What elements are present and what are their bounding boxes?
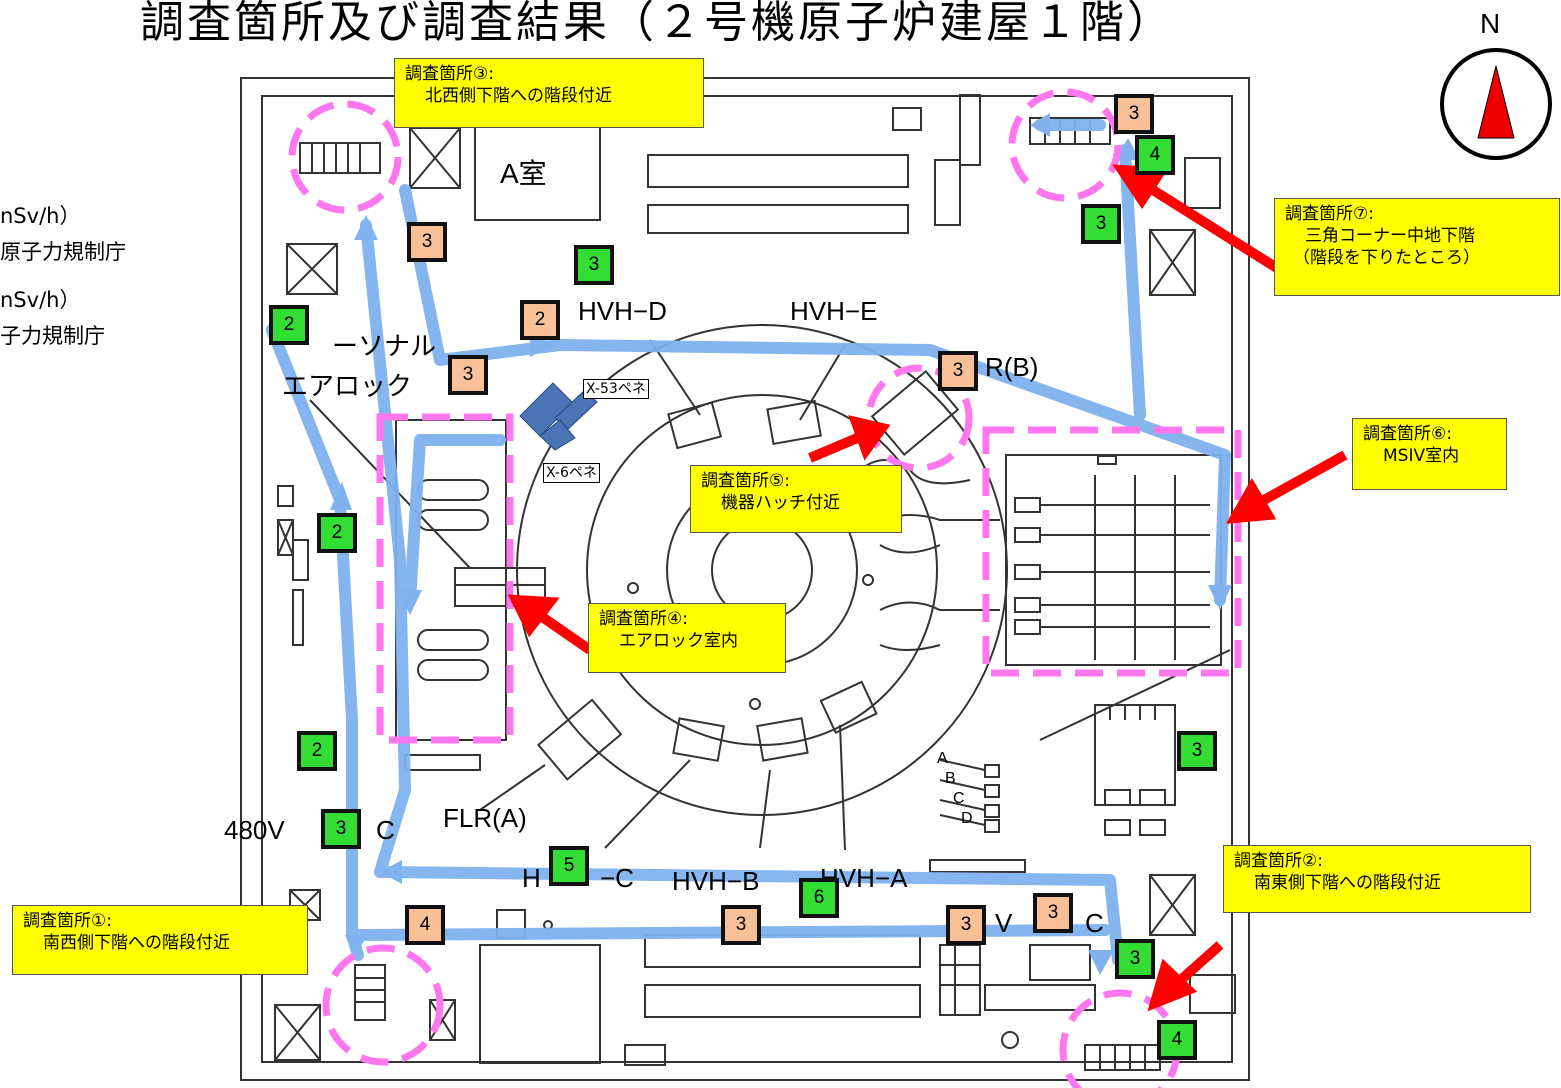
callout-3-title: 調査箇所③: (405, 64, 494, 84)
callout-6-desc: MSIV室内 (1383, 446, 1460, 466)
dose-badge: 3 (1033, 893, 1073, 933)
personnel-label-2: エアロック (282, 371, 413, 401)
dose-badge: 2 (297, 731, 337, 771)
dose-badge: 3 (1081, 204, 1121, 244)
callout-1-title: 調査箇所①: (23, 911, 112, 931)
dose-badge: 3 (721, 905, 761, 945)
dose-badge: 4 (1157, 1020, 1197, 1060)
survey-route (266, 119, 1231, 966)
x53-penetration-label: X-53ペネ (583, 379, 649, 399)
personnel-label-1: ーソナル (332, 331, 437, 361)
legend-source-1: 原子力規制庁 (0, 240, 126, 264)
hvh-d-label: HVH−D (578, 296, 667, 326)
callout-survey-point-7: 調査箇所⑦: 三角コーナー中地下階 （階段を下りたところ） (1274, 198, 1560, 296)
dose-badge: 3 (321, 809, 361, 849)
callout-7-note: （階段を下りたところ） (1293, 248, 1480, 268)
dose-badge: 6 (799, 878, 839, 918)
dose-badge: 3 (574, 245, 614, 285)
legend-unit-2: nSv/h） (0, 288, 81, 312)
dose-badge: 3 (1114, 94, 1154, 134)
dose-badge: 2 (269, 305, 309, 345)
callout-2-title: 調査箇所②: (1234, 851, 1323, 871)
airlock-hatch (454, 567, 546, 607)
legend-unit-1: nSv/h） (0, 204, 81, 228)
callout-5-desc: 機器ハッチ付近 (721, 493, 840, 513)
v480-label: 480V (224, 815, 285, 845)
c-right-label: C (1085, 908, 1104, 938)
callout-1-desc: 南西側下階への階段付近 (43, 933, 230, 953)
dose-badge: 4 (405, 905, 445, 945)
nw-stair (299, 142, 381, 174)
callout-7-desc: 三角コーナー中地下階 (1305, 226, 1475, 246)
dose-badge: 3 (1115, 939, 1155, 979)
callout-5-title: 調査箇所⑤: (701, 471, 790, 491)
dose-badge: 3 (448, 355, 488, 395)
dose-badge: 2 (520, 300, 560, 340)
c-480-label: C (376, 815, 395, 845)
dose-badge: 3 (938, 351, 978, 391)
survey-areas (288, 88, 1242, 1088)
callout-survey-point-3: 調査箇所③: 北西側下階への階段付近 (394, 58, 704, 128)
callout-4-desc: エアロック室内 (619, 631, 738, 651)
callout-survey-point-4: 調査箇所④: エアロック室内 (588, 603, 786, 673)
valve-d-label: D (961, 810, 973, 827)
callout-7-title: 調査箇所⑦: (1285, 204, 1374, 224)
red-arrows (507, 164, 1348, 1012)
flr-a-label: FLR(A) (443, 803, 527, 833)
callout-2-desc: 南東側下階への階段付近 (1254, 873, 1441, 893)
dose-badge: 3 (1177, 731, 1217, 771)
a-room-label: A室 (500, 158, 547, 189)
callout-survey-point-5: 調査箇所⑤: 機器ハッチ付近 (690, 465, 902, 533)
dose-badge: 3 (946, 905, 986, 945)
legend-source-2: 子力規制庁 (0, 324, 105, 348)
callout-4-title: 調査箇所④: (599, 609, 688, 629)
dose-badge: 3 (407, 222, 447, 262)
hvh-b-label: HVH−B (672, 866, 760, 896)
dose-badge: 4 (1135, 135, 1175, 175)
callout-survey-point-6: 調査箇所⑥: MSIV室内 (1352, 418, 1507, 490)
hvh-c-label: −C (600, 863, 634, 893)
penetration-icon (519, 382, 598, 451)
callout-survey-point-1: 調査箇所①: 南西側下階への階段付近 (12, 905, 308, 975)
flr-b-label: R(B) (985, 352, 1039, 382)
x6-penetration-label: X-6ペネ (543, 463, 600, 483)
callout-3-desc: 北西側下階への階段付近 (425, 86, 612, 106)
page-title: 調査箇所及び調査結果（２号機原子炉建屋１階） (140, 0, 1174, 46)
callout-6-title: 調査箇所⑥: (1363, 424, 1452, 444)
v-right-label: V (995, 908, 1013, 938)
route-arrowheads (330, 113, 1232, 975)
dose-badge: 5 (549, 846, 589, 886)
building-outline (240, 77, 1250, 1081)
dose-badge: 2 (317, 513, 357, 553)
compass-north-label: N (1480, 8, 1501, 39)
hvh-e-label: HVH−E (790, 296, 878, 326)
valve-b-label: B (945, 770, 956, 787)
hvh-c-h-label: H (522, 863, 541, 893)
callout-survey-point-2: 調査箇所②: 南東側下階への階段付近 (1223, 845, 1531, 913)
valve-c-label: C (953, 790, 965, 807)
compass-icon (1440, 48, 1552, 160)
valve-a-label: A (937, 750, 948, 767)
